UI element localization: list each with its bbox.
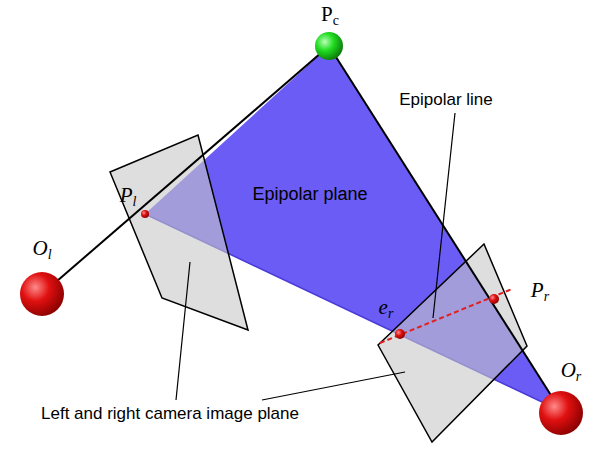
right-camera-center	[539, 391, 583, 435]
point-pr	[489, 294, 499, 304]
world-point	[315, 32, 343, 60]
left-camera-center	[20, 272, 64, 316]
right-image-plane	[378, 244, 527, 442]
epipole-label: er	[379, 296, 394, 322]
left-ray	[42, 46, 329, 294]
camera-label: Ol	[32, 237, 51, 263]
point-label: Pl	[120, 184, 137, 210]
point-pl	[141, 210, 149, 218]
epipolar-line	[380, 289, 512, 343]
plane-label: Epipolar plane	[252, 185, 367, 205]
left-image-plane	[110, 135, 248, 330]
point-label: Pc	[321, 3, 339, 29]
callout-label: Left and right camera image plane	[41, 405, 299, 424]
leader-line	[262, 372, 405, 400]
point-label: Pr	[531, 279, 549, 305]
callout-label: Epipolar line	[399, 91, 493, 110]
epipole-er	[395, 329, 405, 339]
leader-line	[176, 262, 190, 400]
right-ray	[329, 46, 561, 411]
camera-label: Or	[561, 359, 582, 385]
leader-line	[433, 113, 455, 318]
